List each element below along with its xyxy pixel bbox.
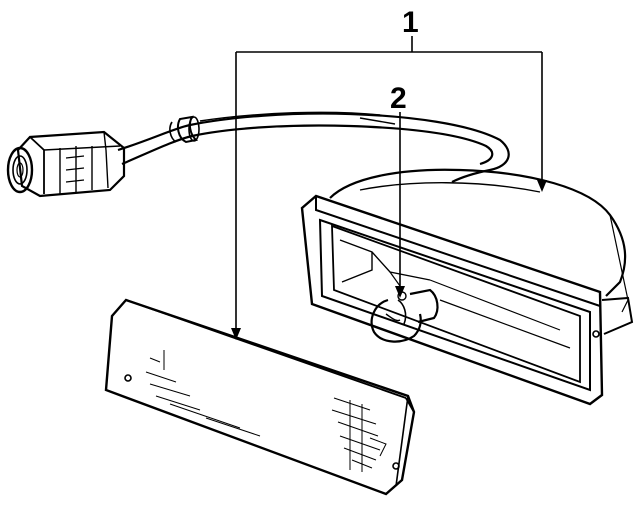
connector-plug	[6, 130, 126, 198]
lens	[104, 298, 416, 496]
lamp-housing	[300, 168, 634, 406]
wire-harness	[117, 111, 510, 183]
leader-arrowheads	[231, 180, 547, 340]
callout-1-label: 1	[402, 6, 419, 39]
callout-2-label: 2	[390, 82, 407, 115]
leader-lines	[235, 36, 543, 334]
